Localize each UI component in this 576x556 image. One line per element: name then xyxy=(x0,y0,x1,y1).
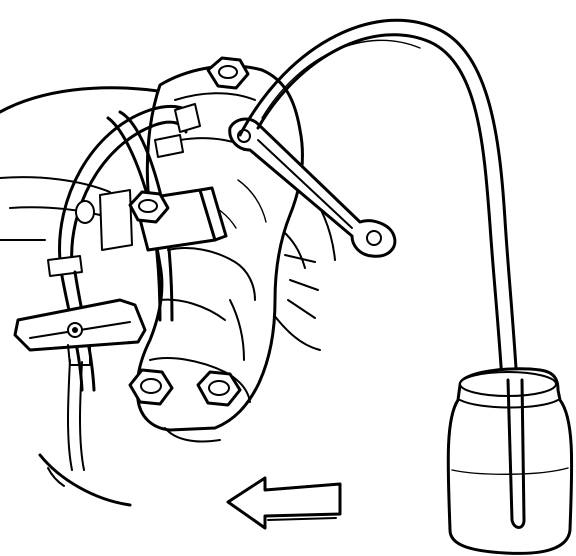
jar-icon xyxy=(446,367,574,555)
bracket-icon xyxy=(13,298,147,366)
clear-hose-icon xyxy=(238,18,524,522)
bolt-icon xyxy=(75,56,250,407)
arrow-left-icon xyxy=(226,476,342,530)
